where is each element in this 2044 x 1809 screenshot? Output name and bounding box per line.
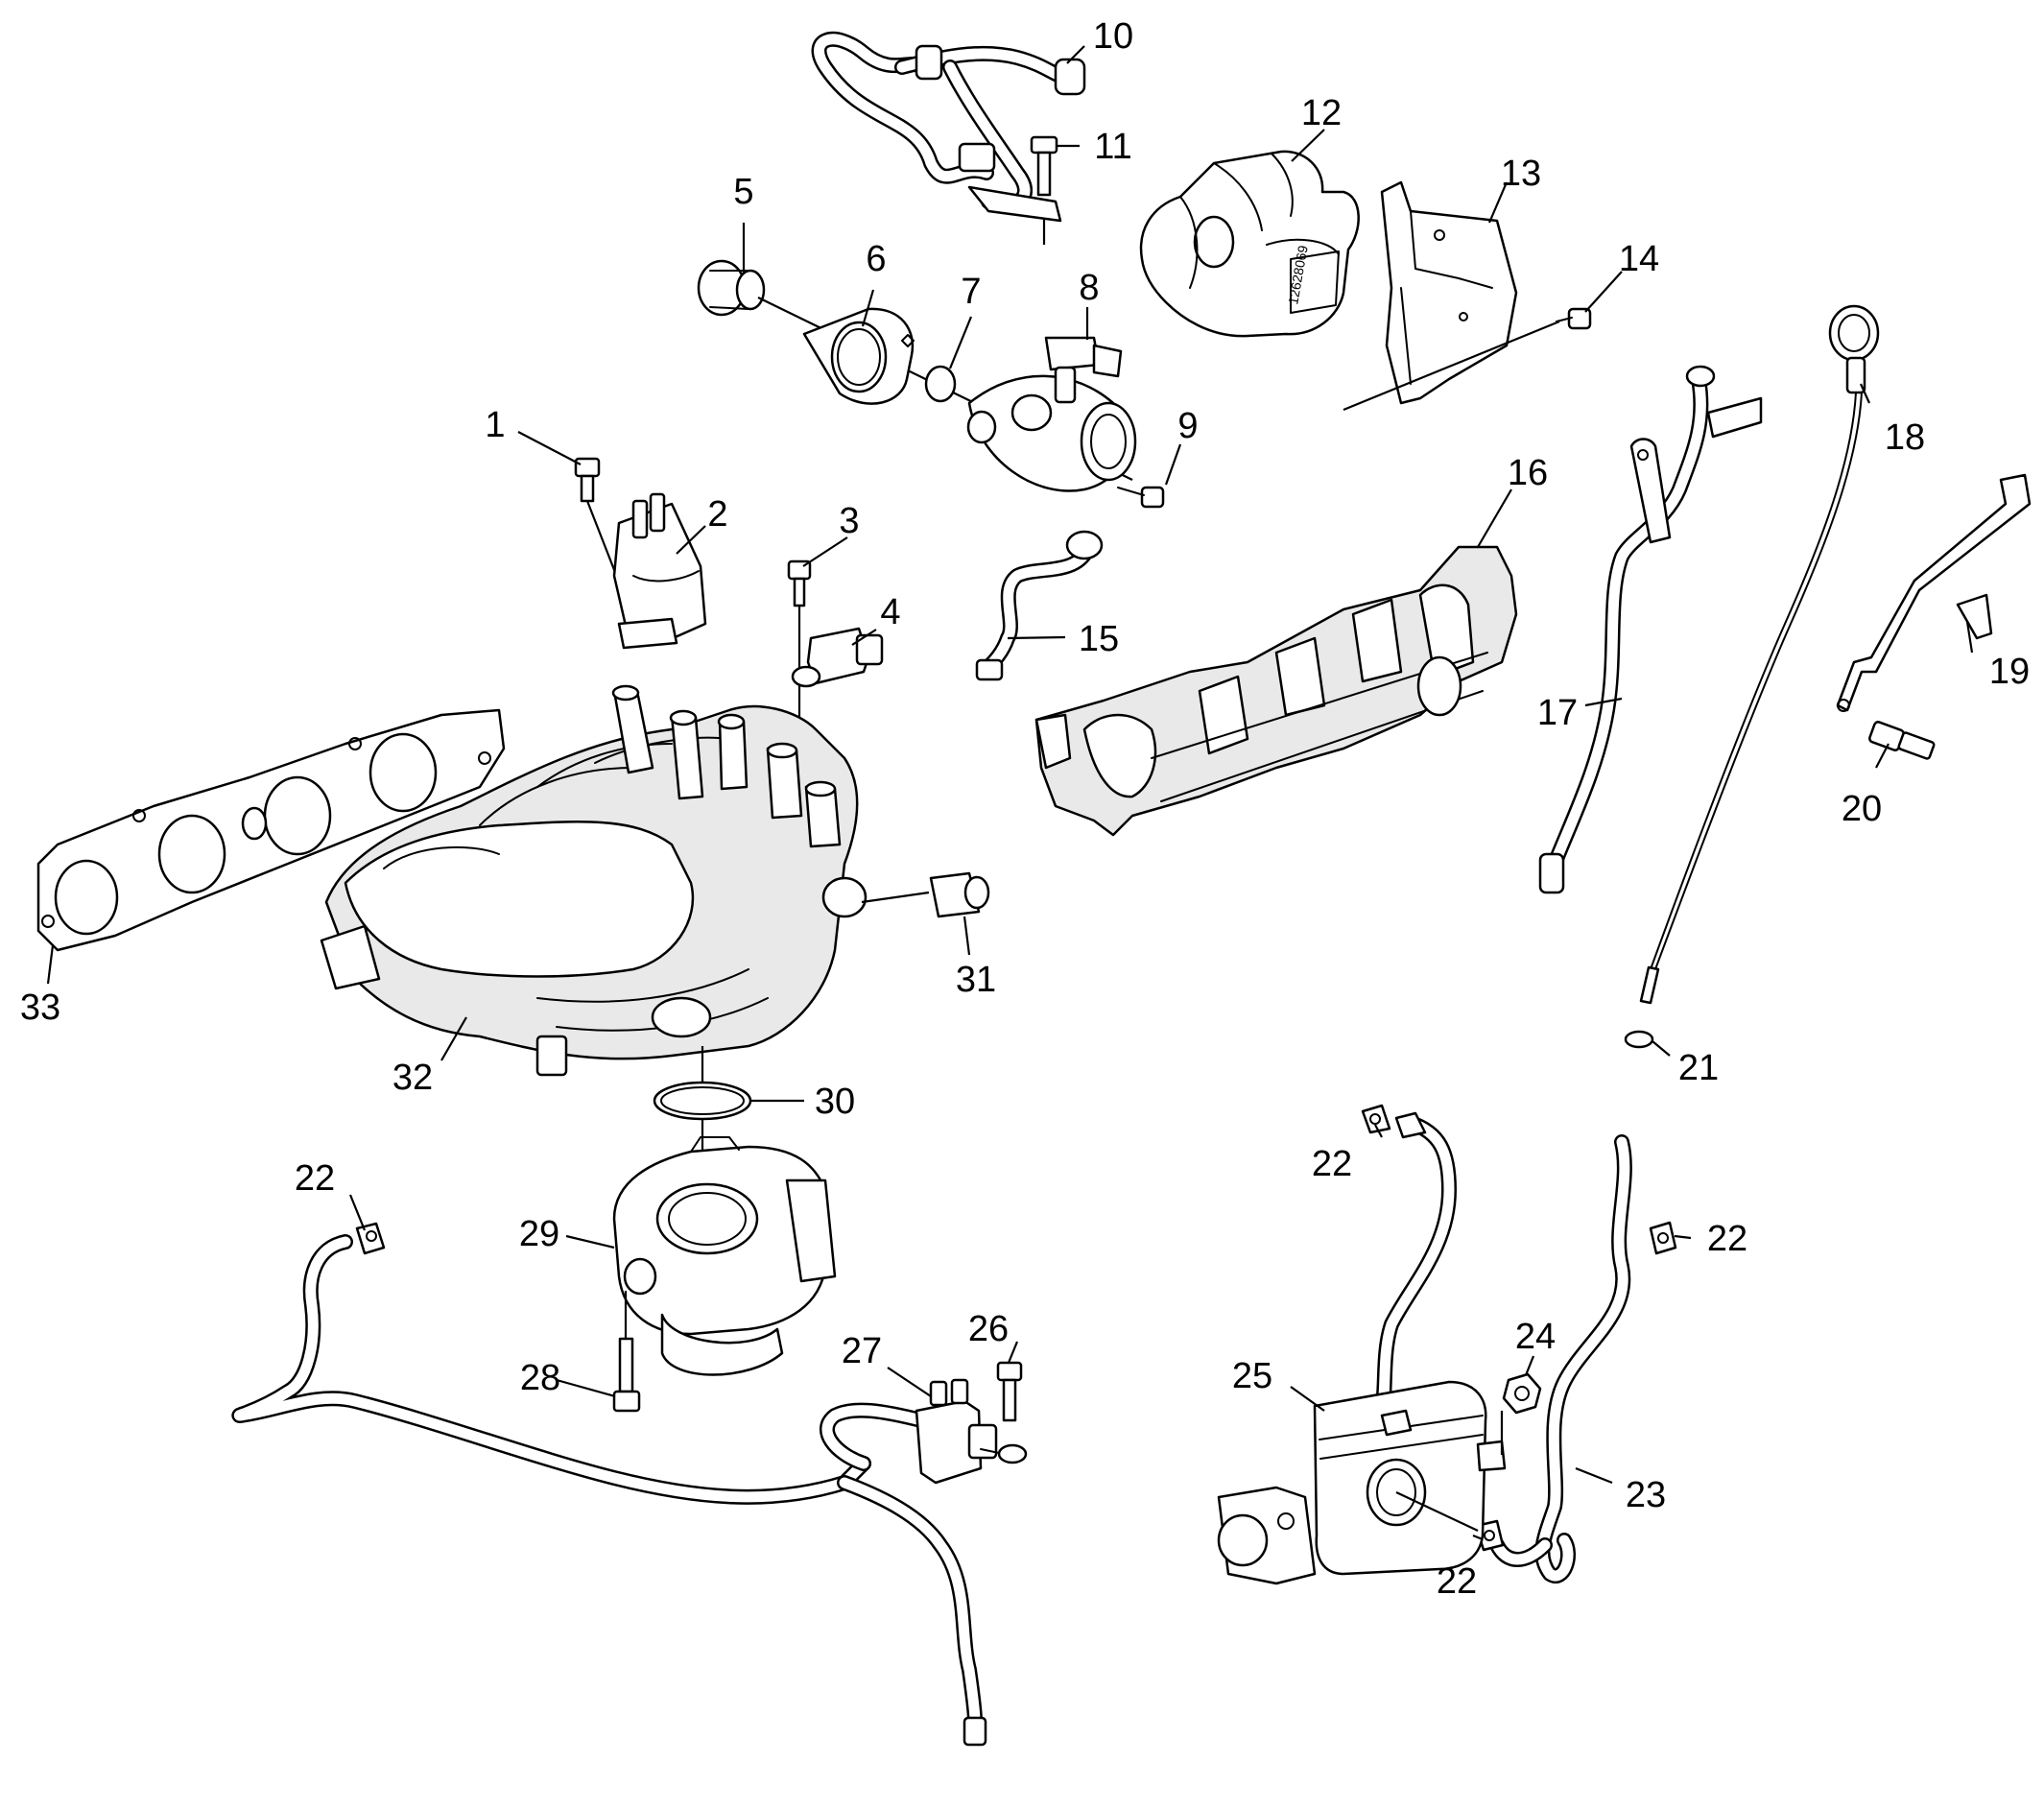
- part-5-pump-follower: [697, 259, 766, 317]
- callout-3: 3: [839, 501, 859, 541]
- part-20-stud: [1868, 721, 1936, 760]
- callout-22-right: 22: [1707, 1219, 1747, 1259]
- callout-27: 27: [842, 1331, 882, 1371]
- part-15-pcv-tube: [975, 530, 1104, 681]
- callout-21: 21: [1678, 1048, 1719, 1088]
- callout-26: 26: [968, 1309, 1009, 1349]
- part-18-dipstick-handle: [1639, 304, 1880, 1005]
- part-2-purge-solenoid: [612, 492, 707, 650]
- part-14-bolt: [1556, 307, 1592, 330]
- part-8-fuel-pump: [966, 336, 1137, 492]
- part-13-pump-bracket: [1380, 180, 1518, 405]
- callout-1: 1: [485, 405, 505, 445]
- callout-8: 8: [1079, 268, 1099, 308]
- part-32-intake-manifold: [320, 684, 868, 1077]
- part-11-bolt: [1030, 135, 1058, 197]
- part-21-o-ring: [1624, 1030, 1654, 1049]
- part-25-vapor-canister: [1217, 1380, 1507, 1585]
- part-17-dipstick-tube: [1538, 365, 1763, 894]
- callout-9: 9: [1177, 406, 1198, 446]
- callout-22-bottom: 22: [1437, 1561, 1477, 1602]
- callout-2: 2: [707, 494, 727, 535]
- callout-7: 7: [961, 272, 981, 312]
- callout-19: 19: [1989, 652, 2030, 692]
- part-23-pcv-hose: [1489, 1134, 1632, 1583]
- callout-31: 31: [956, 960, 996, 1000]
- callout-labels: 1 2 3 4 5 6 7 8 9 10 11 12 13 14 15 16 1…: [20, 16, 2030, 1602]
- part-26-bolt: [996, 1361, 1028, 1464]
- callout-18: 18: [1885, 417, 1925, 458]
- callout-30: 30: [815, 1082, 855, 1122]
- part-30-throttle-body-seal: [653, 1081, 752, 1121]
- leader-lines: [46, 45, 1974, 1541]
- part-12-fuel-pump-cover: 12628069: [1139, 150, 1360, 338]
- part-1-bolt: [574, 457, 635, 620]
- part-29-throttle-body: [612, 1136, 837, 1376]
- callout-28: 28: [520, 1358, 560, 1398]
- callout-4: 4: [880, 592, 900, 632]
- part-22-hose-clamp-right: [1649, 1221, 1677, 1255]
- part-22-hose-clamp-top: [1361, 1104, 1391, 1134]
- part-33-intake-manifold-gasket: [36, 708, 506, 952]
- part-27-vacuum-solenoid: [915, 1378, 1018, 1485]
- callout-29: 29: [519, 1214, 559, 1254]
- callout-12: 12: [1301, 93, 1342, 133]
- callout-32: 32: [392, 1058, 433, 1098]
- part-10-fuel-feed-pipe: [811, 31, 1086, 245]
- callout-10: 10: [1093, 16, 1133, 57]
- callout-14: 14: [1619, 239, 1659, 279]
- callout-11: 11: [1094, 127, 1131, 167]
- callout-23: 23: [1626, 1475, 1666, 1515]
- bracket-bolt-axis: [1343, 320, 1560, 412]
- callout-25: 25: [1232, 1356, 1272, 1396]
- callout-33: 33: [20, 988, 60, 1028]
- callout-17: 17: [1537, 693, 1578, 733]
- callout-5: 5: [733, 172, 753, 212]
- callout-15: 15: [1079, 619, 1119, 659]
- callout-20: 20: [1842, 789, 1882, 829]
- part-16-intake-manifold-cover: [1034, 545, 1518, 837]
- callout-13: 13: [1501, 154, 1541, 194]
- lower-left-vacuum-harness: [231, 1234, 987, 1747]
- part-28-bolt: [612, 1291, 641, 1413]
- part-6-pump-gasket: [802, 307, 915, 405]
- callout-22-top: 22: [1312, 1144, 1352, 1184]
- part-19-dipstick-tube-bracket: [1836, 473, 2032, 712]
- callout-16: 16: [1508, 453, 1548, 493]
- callout-24: 24: [1515, 1317, 1556, 1357]
- callout-22-left: 22: [295, 1158, 335, 1199]
- part-7-o-ring: [924, 365, 957, 403]
- part-22-hose-clamp-left: [355, 1222, 386, 1255]
- part-4-pressure-sensor: [791, 627, 884, 688]
- part-31-sensor: [861, 871, 990, 918]
- upper-vacuum-hose: [1374, 1111, 1457, 1418]
- part-9-bolt: [1117, 486, 1165, 509]
- part-24-nut: [1502, 1372, 1542, 1415]
- callout-6: 6: [866, 239, 886, 279]
